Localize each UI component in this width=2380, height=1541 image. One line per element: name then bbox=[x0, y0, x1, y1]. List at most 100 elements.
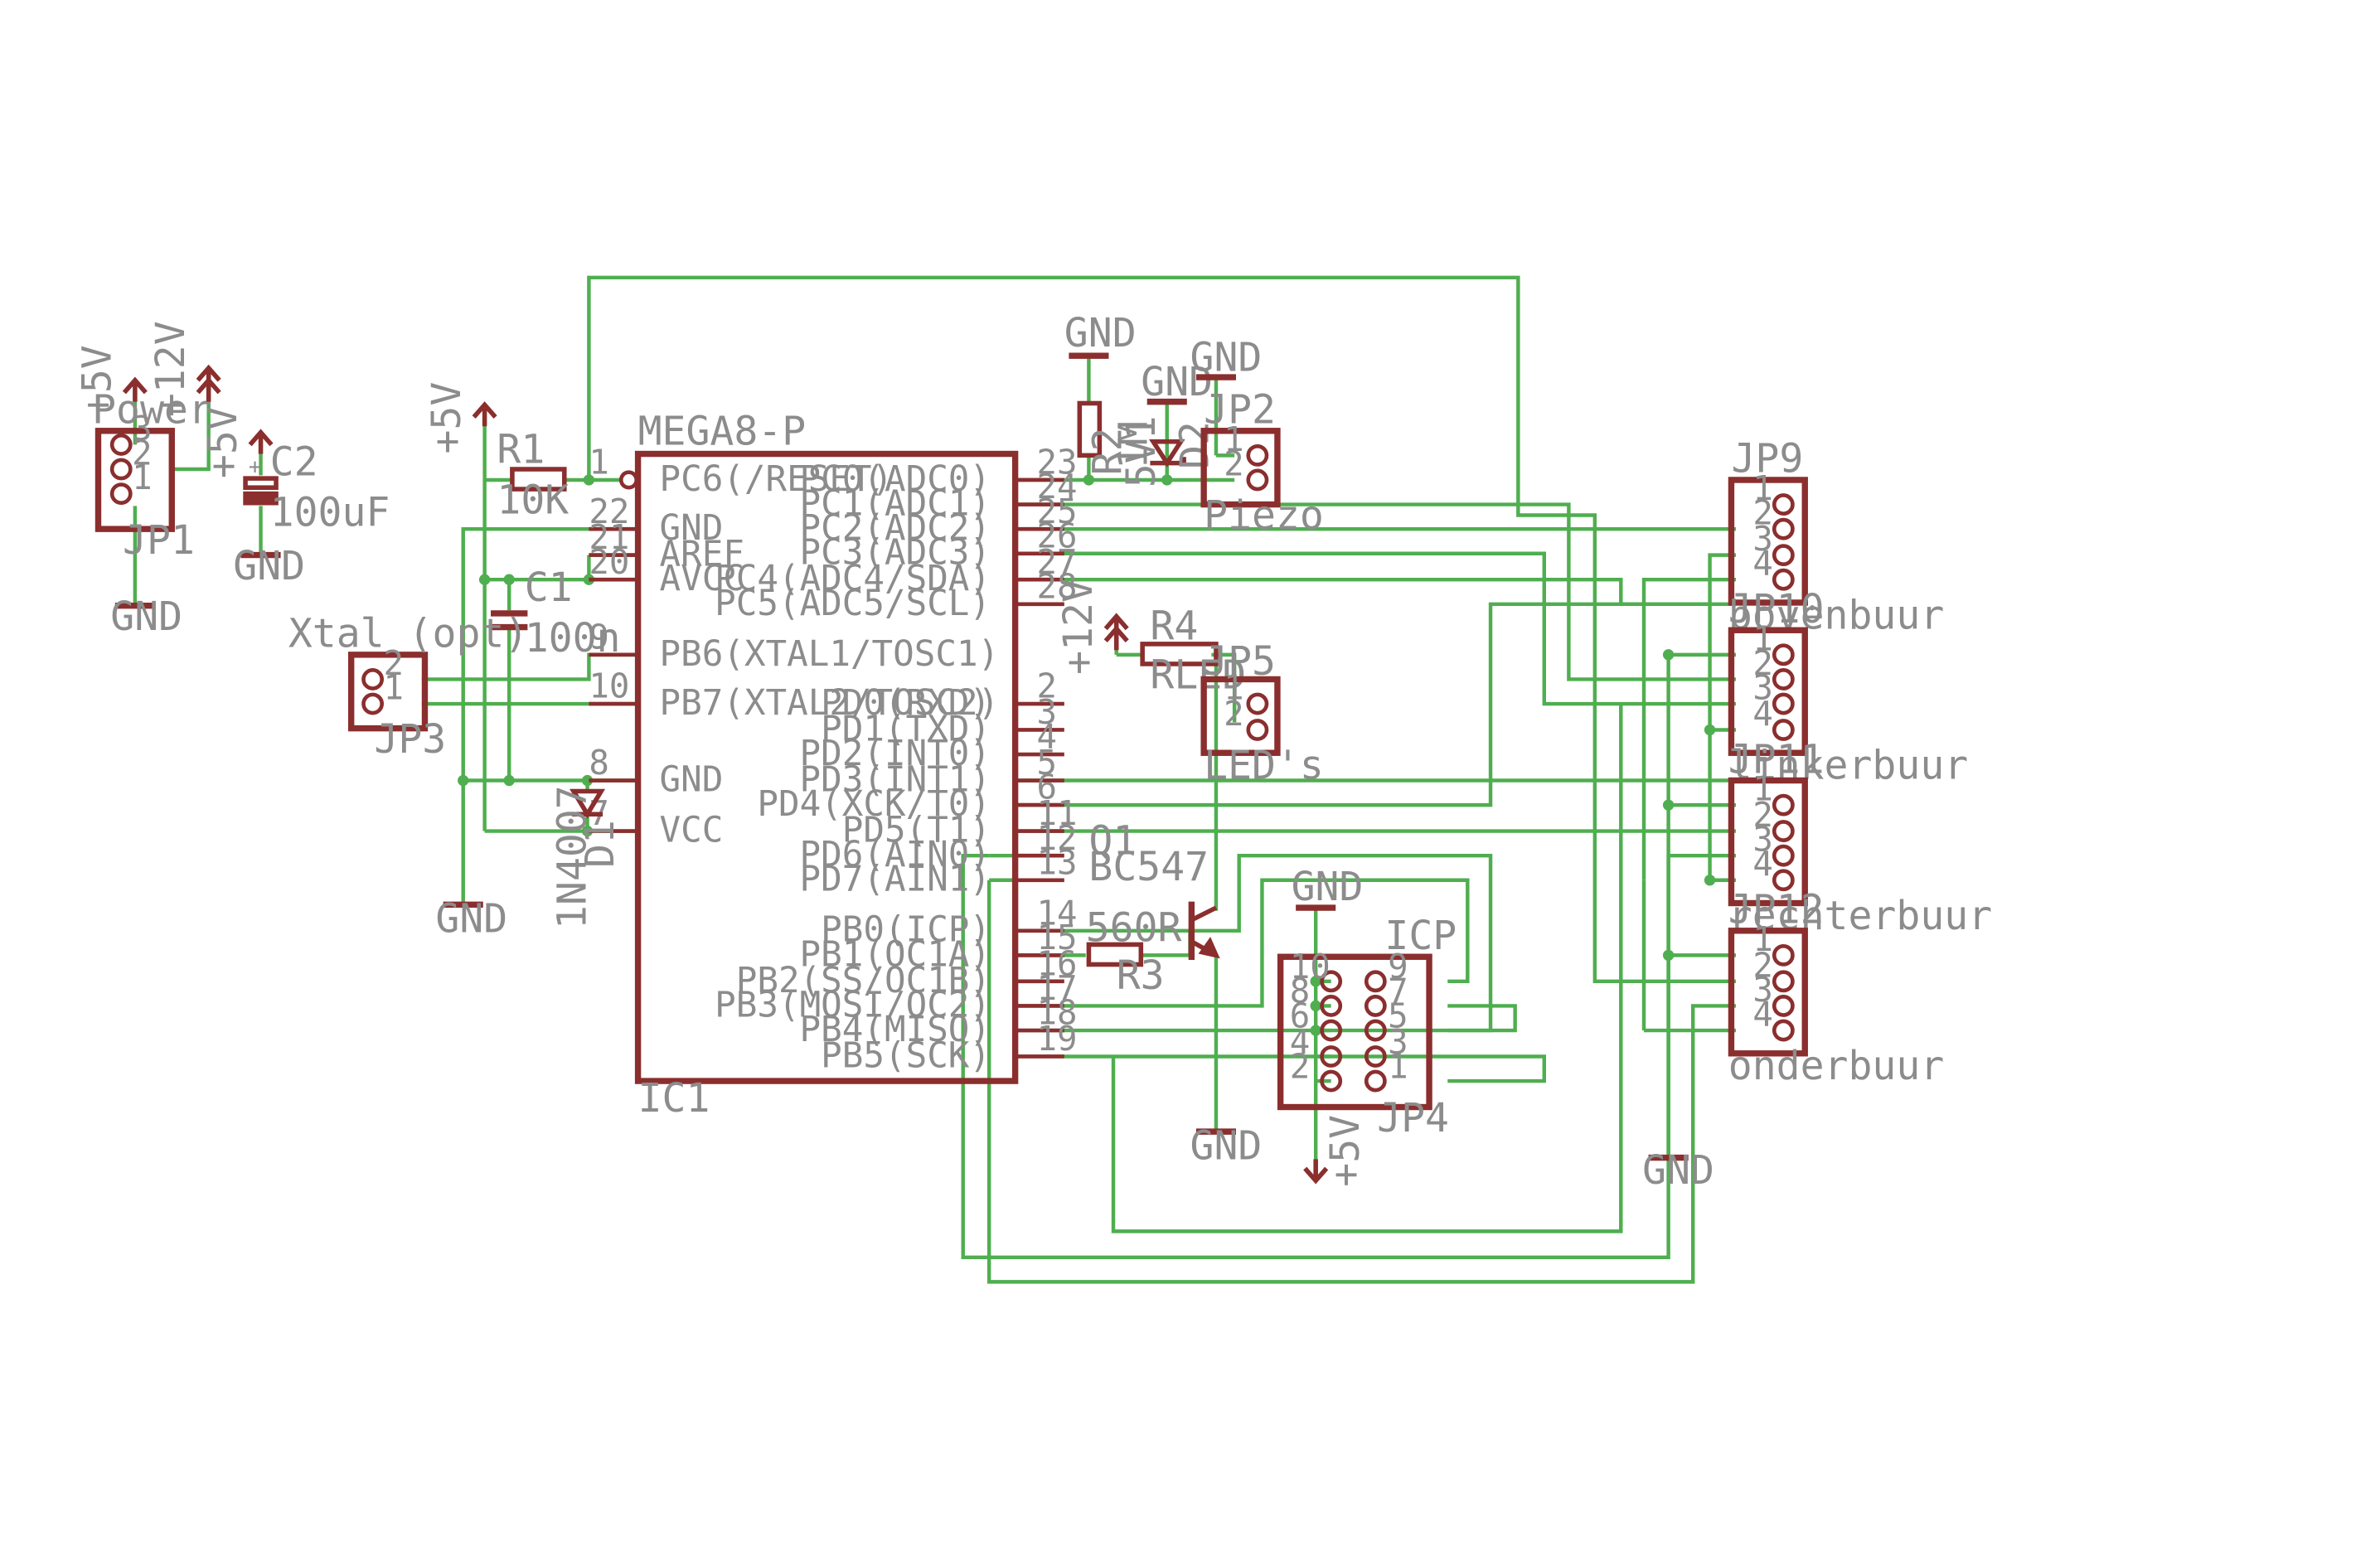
jp9-pin-number: 1 bbox=[1752, 468, 1773, 508]
ic1-pin-name: PB1(OC1A) bbox=[800, 934, 991, 975]
r3-value: 560R bbox=[1086, 905, 1182, 952]
ic1-pin-name: PC5(ADC5/SCL) bbox=[715, 584, 991, 624]
resistor-r3: 560R R3 bbox=[1086, 905, 1182, 999]
jp11-pin bbox=[1772, 844, 1795, 867]
jp12-pin bbox=[1772, 970, 1795, 993]
jp5-pin-number: 1 bbox=[1224, 667, 1243, 707]
jp2-pin-number: 1 bbox=[1224, 419, 1243, 459]
wire-layer bbox=[133, 275, 1737, 1284]
connector-jp12: JP12 onderbuur bbox=[1728, 887, 1944, 1089]
jp12-ref: JP12 bbox=[1728, 887, 1825, 933]
jp4-pin-number: 9 bbox=[1388, 947, 1408, 986]
gnd-label: GND bbox=[1292, 864, 1364, 910]
jp1-pin bbox=[109, 458, 133, 481]
ic1-right-pins: 23PC0(ADC0)24PC1(ADC1)25PC2(ADC2)26PC3(A… bbox=[715, 443, 1077, 1077]
transistor-q1: Q1 BC547 bbox=[1088, 817, 1220, 960]
resistor-r4: R4 RLED bbox=[1140, 603, 1246, 699]
jp12-pin-number: 3 bbox=[1752, 970, 1773, 1010]
connector-jp1: Power JP1 bbox=[92, 387, 212, 564]
jp4-pin-number: 2 bbox=[1290, 1046, 1310, 1086]
ic1-pin-number: 21 bbox=[589, 517, 629, 557]
jp10-pin-number: 4 bbox=[1752, 694, 1773, 734]
jp11-pin-number: 3 bbox=[1752, 820, 1773, 860]
ic1-pin-number: 9 bbox=[589, 617, 609, 657]
jp3-ref: JP3 bbox=[374, 716, 446, 763]
jp3-pin bbox=[361, 692, 384, 715]
ic1-pin-name: AREF bbox=[659, 535, 744, 575]
capacitor-c1: C1 100n bbox=[491, 565, 621, 661]
gnd-label: GND bbox=[1141, 359, 1213, 405]
r3-ref: R3 bbox=[1117, 952, 1165, 999]
jp1-pin-number: 1 bbox=[132, 458, 153, 497]
ic1-pin-number: 18 bbox=[1037, 993, 1078, 1033]
gnd-label: GND bbox=[233, 543, 305, 589]
jp1-name: Power bbox=[92, 387, 212, 434]
ic1-pin-number: 1 bbox=[589, 443, 609, 482]
jp11-pin-number: 1 bbox=[1752, 769, 1773, 809]
ic1-pin-number: 25 bbox=[1037, 492, 1078, 531]
jp11-pin-number: 4 bbox=[1752, 844, 1773, 884]
ic1-pin-name: PD3(INT1) bbox=[800, 759, 991, 800]
jp10-pin-number: 2 bbox=[1752, 643, 1773, 683]
jp4-pin bbox=[1320, 1069, 1343, 1093]
jp12-pin-number: 2 bbox=[1752, 945, 1773, 985]
jp4-pin bbox=[1320, 995, 1343, 1017]
jp5-name: LED's bbox=[1204, 743, 1324, 789]
ic1-pin-number: 15 bbox=[1037, 918, 1078, 957]
d2-value: 5V1 bbox=[1118, 415, 1165, 487]
jp4-pin-number: 7 bbox=[1388, 972, 1408, 1011]
r4-ref: R4 bbox=[1150, 603, 1198, 649]
jp4-name: ICP bbox=[1384, 913, 1457, 959]
p5v-label: +5V bbox=[424, 382, 470, 454]
capacitor-c2: + C2 100uF bbox=[243, 439, 390, 535]
ic1-pin-number: 10 bbox=[589, 666, 629, 706]
connector-layer: Power JP1 Xtal (opt) JP3 JP2 Piezo JP5 L… bbox=[92, 387, 1992, 1142]
connector-jp9: JP9 bovenbuur bbox=[1728, 436, 1944, 638]
jp12-pin-number: 4 bbox=[1752, 994, 1773, 1034]
connector-jp5: JP5 LED's bbox=[1200, 638, 1324, 789]
jp4-ref: JP4 bbox=[1377, 1095, 1449, 1141]
ic1-pin-number: 13 bbox=[1037, 842, 1078, 882]
jp10-pin bbox=[1772, 692, 1795, 715]
jp2-ref: JP2 bbox=[1204, 387, 1276, 434]
r2-ref: R2 bbox=[1084, 428, 1131, 476]
jp4-pin-number: 6 bbox=[1290, 996, 1310, 1035]
ic1-pin-number: 28 bbox=[1037, 566, 1078, 606]
jp4-pin bbox=[1364, 1019, 1387, 1042]
ic1-pin-number: 12 bbox=[1037, 818, 1078, 858]
jp9-pin bbox=[1772, 517, 1795, 540]
ic1-pin-name: PB3(MOSI/OC2) bbox=[715, 985, 991, 1025]
ic1-value: MEGA8-P bbox=[638, 408, 807, 454]
q1-ref: Q1 bbox=[1088, 817, 1137, 864]
ic1-pin-name: PD1(TXD) bbox=[821, 709, 991, 749]
ic1-pin-name: PC3(ADC3) bbox=[800, 533, 991, 574]
jp1-ref: JP1 bbox=[123, 517, 195, 564]
p5v-label: +5V bbox=[200, 406, 246, 478]
jp1-pin-number: 2 bbox=[132, 433, 153, 472]
ic1-pin-number: 22 bbox=[589, 492, 629, 531]
ic1-pin-name: PC6(/RESET) bbox=[659, 459, 893, 500]
ic1-pin-name: PC2(ADC2) bbox=[800, 508, 991, 549]
d1-value: 1N4007 bbox=[550, 785, 596, 929]
jp5-pin bbox=[1246, 719, 1269, 741]
jp2-pin bbox=[1246, 468, 1269, 492]
jp12-pin bbox=[1772, 943, 1795, 967]
jp4-pin-number: 5 bbox=[1388, 996, 1408, 1035]
jp3-pin bbox=[361, 668, 384, 691]
ic1-pin-number: 11 bbox=[1037, 793, 1078, 833]
ic1-pin-name: GND bbox=[659, 508, 723, 549]
jp4-pin bbox=[1320, 1045, 1343, 1068]
jp10-pin bbox=[1772, 668, 1795, 691]
jp12-pin-number: 1 bbox=[1752, 919, 1773, 959]
jp10-pin bbox=[1772, 643, 1795, 666]
ic1-ref: IC1 bbox=[638, 1075, 710, 1122]
connector-jp4: ICP JP4 bbox=[1277, 913, 1457, 1141]
jp4-pin bbox=[1320, 970, 1343, 993]
gnd-label: GND bbox=[435, 896, 507, 943]
supply-symbols: GNDGNDGNDGNDGNDGNDGNDGNDGND+5V+12V+5V+5V… bbox=[74, 310, 1714, 1194]
diode-d1: D1 1N4007 bbox=[550, 785, 623, 929]
ic1-pin-number: 4 bbox=[1037, 717, 1057, 757]
jp11-pin-number: 2 bbox=[1752, 795, 1773, 835]
